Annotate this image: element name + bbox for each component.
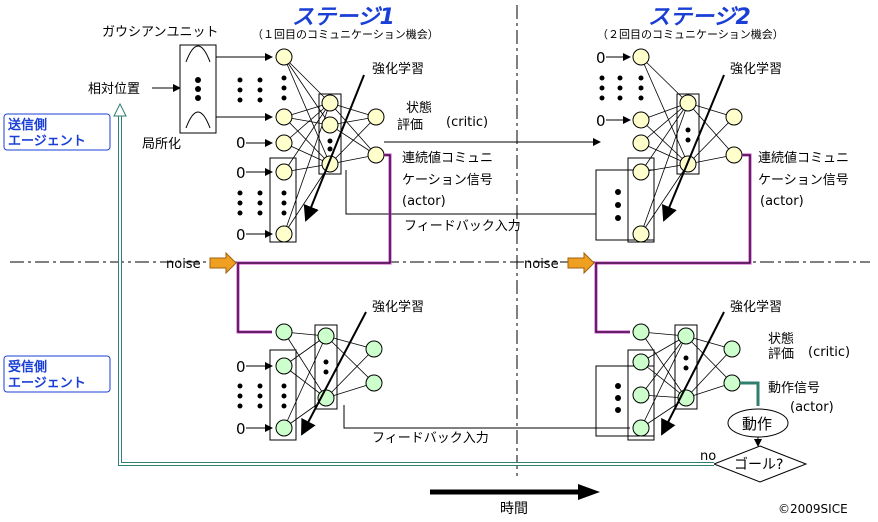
stage1-subtitle: （１回目のコミュニケーション機会） — [252, 27, 439, 41]
actor-label-s2: (actor) — [760, 194, 804, 209]
critic-label-s1: (critic) — [446, 115, 488, 130]
stage1-title: ステージ1 — [292, 5, 395, 30]
svg-text:0: 0 — [236, 226, 246, 244]
svg-text:0: 0 — [236, 358, 246, 376]
receiver-agent-label: 受信側 エージェント — [3, 355, 111, 393]
comm-line-s1 — [236, 153, 392, 334]
noise-arrow-s1 — [209, 251, 237, 275]
feedback-line-s1-receiver — [343, 405, 630, 429]
time-label: 時間 — [500, 501, 528, 517]
rl-label-s2-receiver: 強化学習 — [730, 299, 782, 315]
comm-line-s2 — [594, 153, 752, 334]
state-value-label-1: 状態 — [406, 100, 432, 116]
svg-text:エージェント: エージェント — [8, 376, 86, 391]
stage2-subtitle: （２回目のコミュニケーション機会） — [597, 27, 784, 41]
actor-label-s1: (actor) — [402, 194, 446, 209]
critic-label-s2: (critic) — [808, 345, 850, 360]
goal-label: ゴール? — [734, 456, 783, 473]
svg-text:送信側: 送信側 — [7, 117, 47, 133]
noise-label-s1: noise — [166, 257, 201, 272]
stage2-title: ステージ2 — [648, 5, 751, 30]
feedback-label-s1-receiver: フィードバック入力 — [372, 431, 489, 446]
localization-label: 局所化 — [142, 137, 181, 152]
comm-signal-label-s2-1: 連続値コミュニ — [758, 150, 849, 166]
svg-text:0: 0 — [236, 134, 246, 152]
sender-agent-label: 送信側 エージェント — [3, 113, 111, 151]
sender-stage2-network: 0 0 — [595, 48, 743, 243]
rl-label-s2-sender: 強化学習 — [730, 61, 782, 77]
action-label: 動作 — [742, 415, 772, 433]
comm-signal-label-1: 連続値コミュニ — [402, 150, 493, 166]
svg-text:0: 0 — [236, 164, 246, 182]
relative-position-label: 相対位置 — [88, 82, 140, 97]
svg-text:0: 0 — [596, 49, 606, 67]
goal-decision-node — [712, 445, 808, 483]
copyright: ©2009SICE — [778, 502, 848, 516]
noise-label-s2: noise — [524, 257, 559, 272]
actor-label-s2-receiver: (actor) — [790, 400, 834, 415]
state-value-label-2: 評価 — [397, 118, 423, 133]
gaussian-unit-label: ガウシアンユニット — [102, 25, 218, 40]
comm-signal-label-2: ケーション信号 — [402, 173, 493, 188]
svg-text:受信側: 受信側 — [8, 359, 47, 375]
state-value-label-s2-1: 状態 — [768, 331, 794, 347]
sender-stage1-network: 0 0 0 — [236, 48, 385, 244]
action-signal-label: 動作信号 — [768, 381, 820, 396]
receiver-stage2-network — [595, 311, 741, 441]
noise-arrow-s2 — [567, 251, 595, 275]
rl-label-s1-receiver: 強化学習 — [372, 299, 424, 315]
state-value-label-s2-2: 評価 — [768, 347, 794, 362]
comm-signal-label-s2-2: ケーション信号 — [758, 173, 849, 188]
svg-text:0: 0 — [596, 112, 606, 130]
svg-text:0: 0 — [236, 420, 246, 438]
rl-label-s1-sender: 強化学習 — [372, 61, 424, 77]
svg-text:エージェント: エージェント — [8, 134, 86, 149]
receiver-stage1-network: 0 0 — [236, 311, 383, 441]
no-label: no — [700, 449, 716, 464]
feedback-label-s1-sender: フィードバック入力 — [404, 219, 521, 234]
